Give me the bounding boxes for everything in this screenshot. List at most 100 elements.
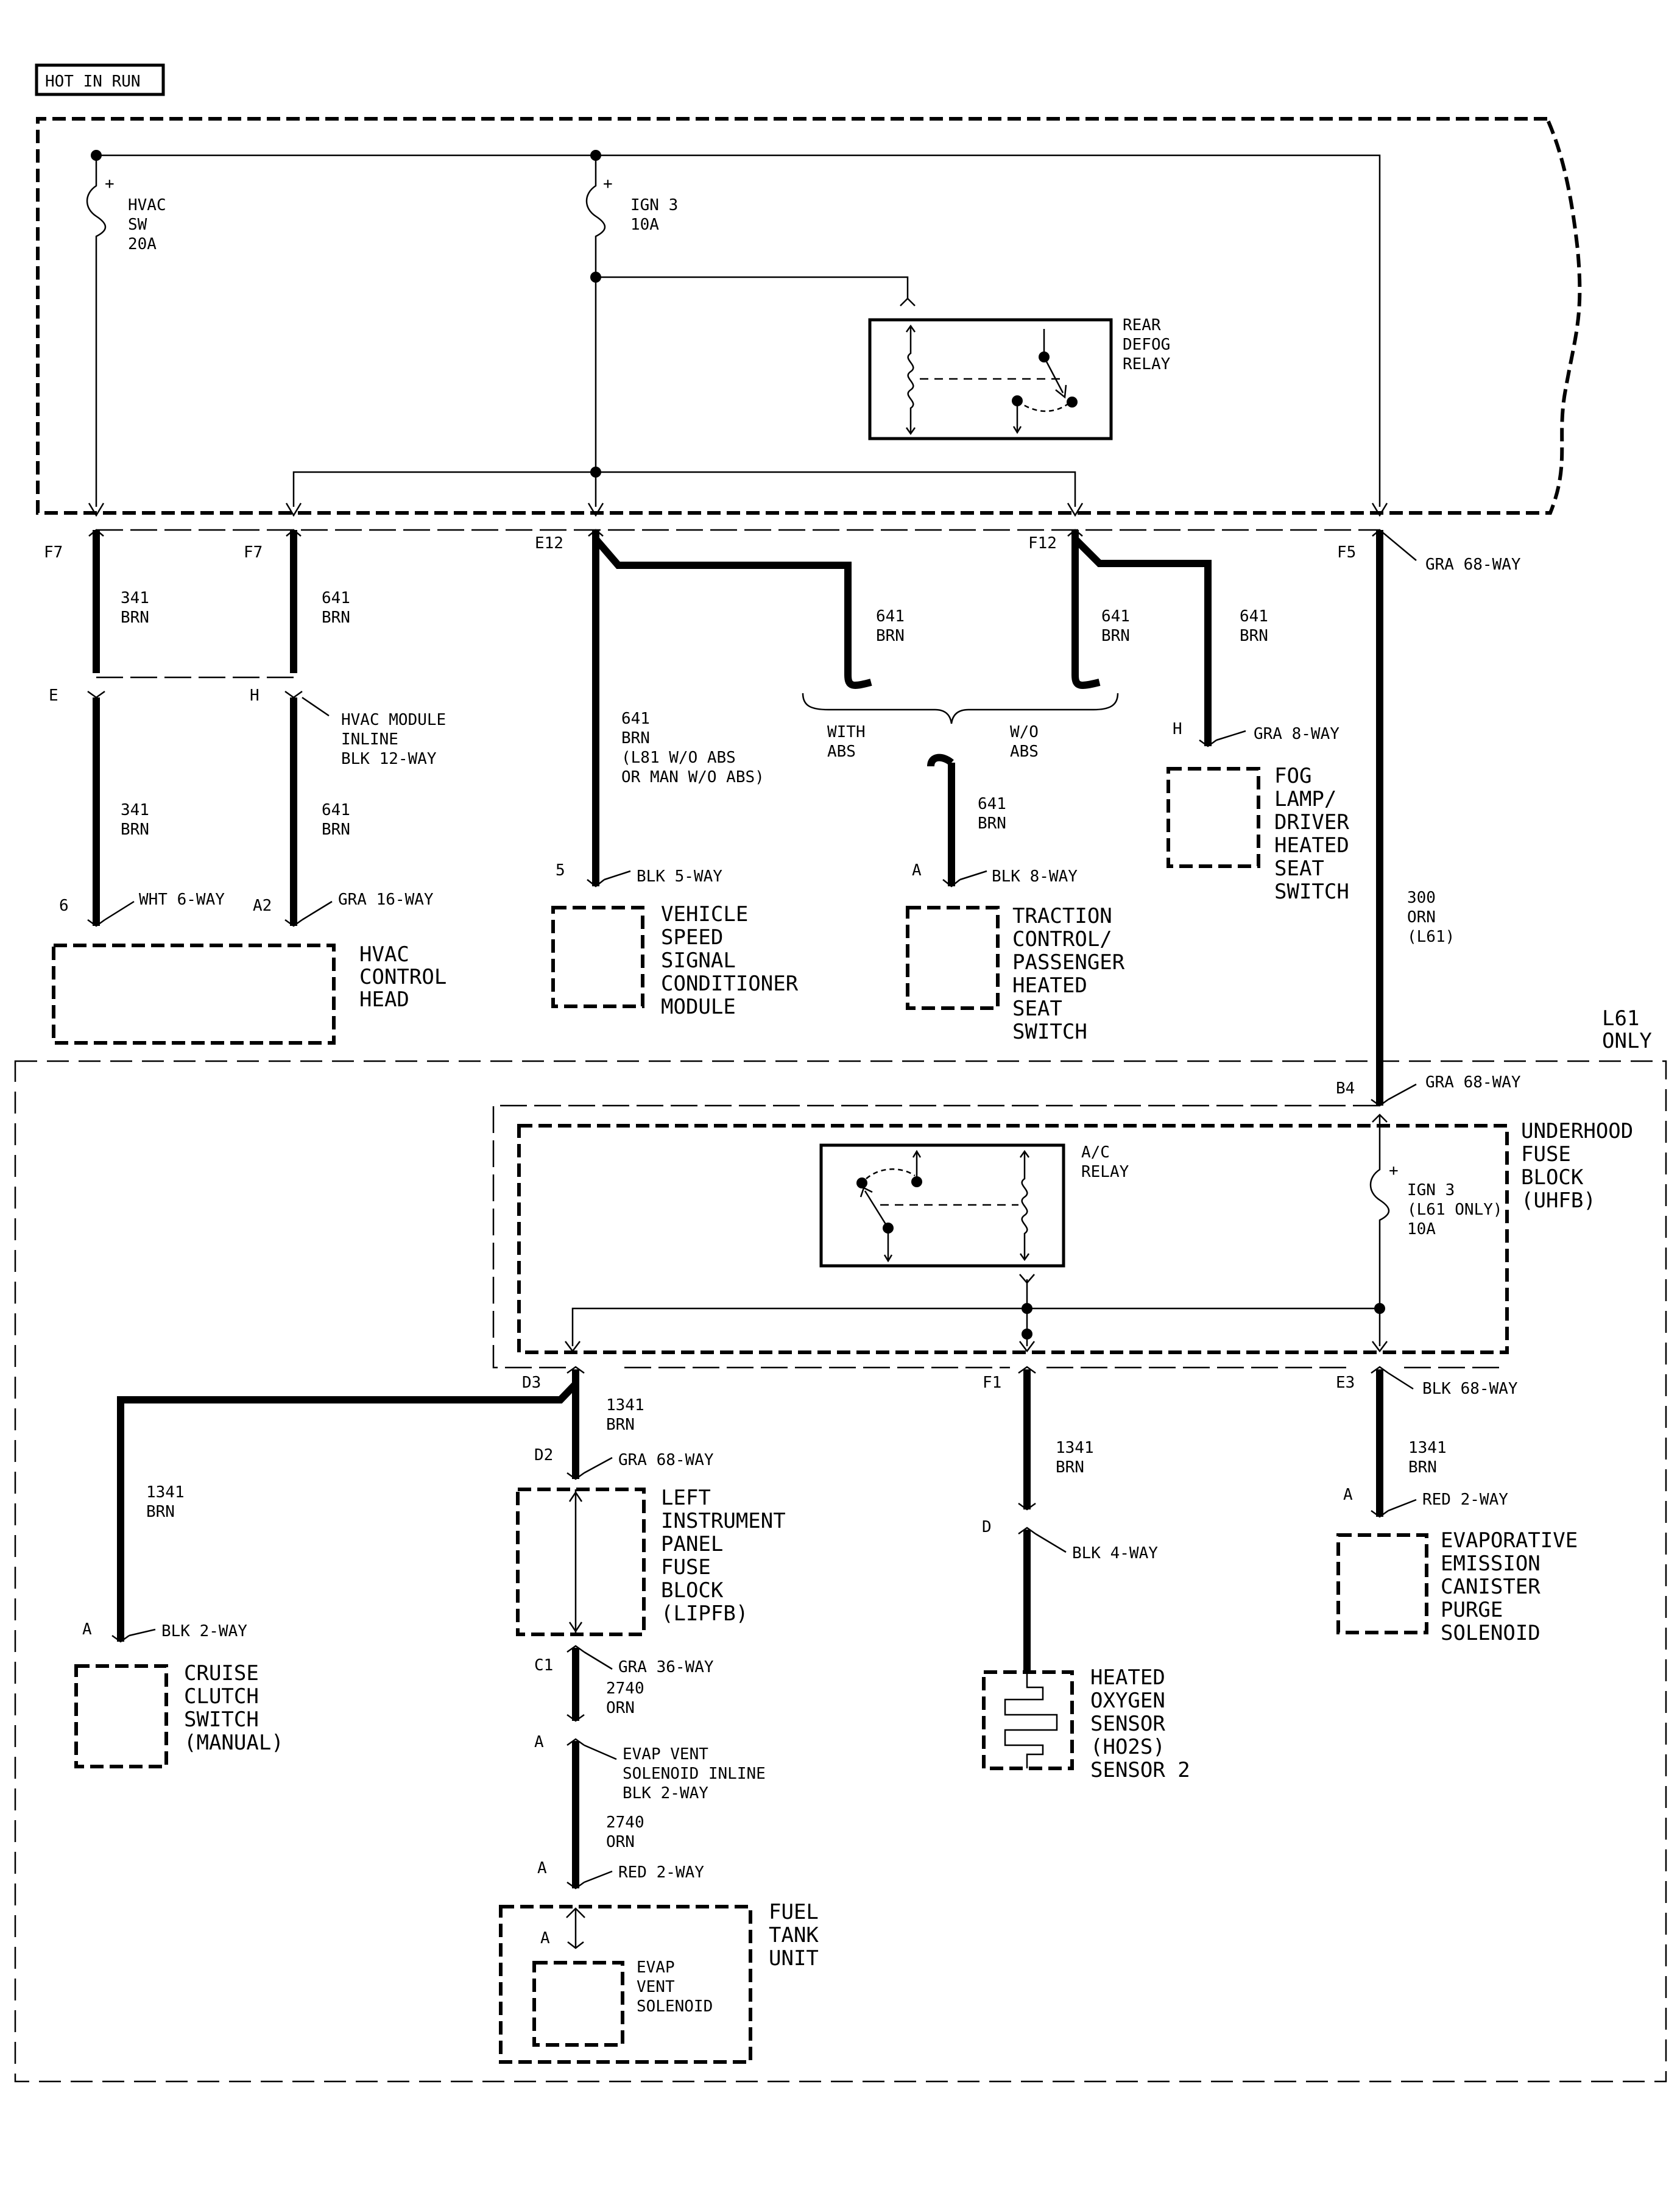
- svg-text:FUSE: FUSE: [1521, 1142, 1571, 1167]
- svg-text:WHT 6-WAY: WHT 6-WAY: [139, 891, 225, 909]
- svg-text:641: 641: [322, 801, 350, 819]
- svg-text:BRN: BRN: [1408, 1458, 1437, 1477]
- wire-1341-lipfb: 1341 BRN D2 GRA 68-WAY: [534, 1371, 714, 1480]
- svg-text:A: A: [82, 1620, 92, 1639]
- svg-text:H: H: [250, 687, 259, 705]
- svg-text:CONTROL: CONTROL: [359, 965, 446, 989]
- svg-text:SENSOR: SENSOR: [1090, 1712, 1165, 1736]
- svg-text:SOLENOID: SOLENOID: [637, 1997, 713, 2016]
- svg-text:BRN: BRN: [1240, 627, 1268, 645]
- svg-text:A: A: [1343, 1486, 1353, 1504]
- svg-text:10A: 10A: [630, 216, 659, 234]
- svg-text:HVAC: HVAC: [359, 942, 409, 967]
- wire-2740-lower: A EVAP VENT SOLENOID INLINE BLK 2-WAY 27…: [534, 1733, 766, 1890]
- uhfb-fuse-block: UNDERHOOD FUSE BLOCK (UHFB): [492, 1104, 1633, 1369]
- svg-text:BRN: BRN: [1101, 627, 1130, 645]
- svg-text:1341: 1341: [1408, 1439, 1447, 1457]
- traction-control-switch: TRACTION CONTROL/ PASSENGER HEATED SEAT …: [906, 904, 1125, 1044]
- power-bus: [91, 150, 1381, 507]
- svg-text:RELAY: RELAY: [1123, 355, 1171, 373]
- uhfb-internal-bus: [565, 1274, 1388, 1353]
- svg-text:BRN: BRN: [978, 814, 1006, 833]
- svg-text:HVAC: HVAC: [128, 196, 166, 214]
- svg-text:+: +: [105, 175, 115, 193]
- svg-text:GRA 68-WAY: GRA 68-WAY: [618, 1451, 714, 1469]
- svg-text:300: 300: [1407, 889, 1436, 907]
- svg-text:CRUISE: CRUISE: [184, 1661, 259, 1686]
- wire-2740-upper: C1 GRA 36-WAY 2740 ORN: [534, 1645, 714, 1722]
- wire-300-orn: F5 GRA 68-WAY 300 ORN (L61) B4 GRA 68-WA…: [1336, 529, 1521, 1107]
- svg-text:HVAC MODULE: HVAC MODULE: [341, 711, 446, 729]
- svg-text:TANK: TANK: [769, 1923, 819, 1947]
- wire-1341-ho2s: F1 1341 BRN D BLK 4-WAY: [982, 1366, 1158, 1674]
- svg-text:BLK 8-WAY: BLK 8-WAY: [992, 867, 1078, 886]
- wire-341-lower: E 341 BRN 6 WHT 6-WAY: [49, 687, 225, 927]
- svg-text:FOG: FOG: [1274, 764, 1311, 788]
- svg-text:BRN: BRN: [1056, 1458, 1084, 1477]
- svg-text:(MANUAL): (MANUAL): [184, 1731, 284, 1755]
- svg-text:BRN: BRN: [621, 729, 650, 747]
- svg-text:D3: D3: [522, 1374, 541, 1392]
- svg-text:BLK 4-WAY: BLK 4-WAY: [1072, 1544, 1158, 1562]
- svg-text:PURGE: PURGE: [1441, 1598, 1503, 1622]
- svg-text:CONTROL/: CONTROL/: [1012, 927, 1112, 951]
- svg-text:5: 5: [556, 861, 565, 880]
- svg-text:LAMP/: LAMP/: [1274, 787, 1336, 811]
- svg-text:BRN: BRN: [606, 1416, 635, 1434]
- svg-text:SIGNAL: SIGNAL: [661, 948, 736, 973]
- svg-text:F7: F7: [244, 543, 263, 562]
- svg-text:+: +: [603, 175, 613, 193]
- svg-text:EVAPORATIVE: EVAPORATIVE: [1441, 1528, 1578, 1553]
- wire-641-fog: 641 BRN H GRA 8-WAY: [1072, 536, 1339, 747]
- wire-341-upper: F7 341 BRN: [44, 529, 149, 673]
- svg-text:TRACTION: TRACTION: [1012, 904, 1112, 928]
- svg-text:641: 641: [876, 607, 905, 626]
- svg-text:DRIVER: DRIVER: [1274, 810, 1349, 835]
- svg-text:(UHFB): (UHFB): [1521, 1188, 1596, 1213]
- svg-text:(HO2S): (HO2S): [1090, 1735, 1165, 1759]
- svg-text:SOLENOID: SOLENOID: [1441, 1621, 1541, 1645]
- svg-text:BRN: BRN: [876, 627, 905, 645]
- svg-text:SWITCH: SWITCH: [1012, 1020, 1087, 1044]
- svg-text:PASSENGER: PASSENGER: [1012, 950, 1125, 975]
- svg-text:HEATED: HEATED: [1274, 833, 1349, 858]
- ho2s-sensor: HEATED OXYGEN SENSOR (HO2S) SENSOR 2: [982, 1665, 1190, 1782]
- svg-text:GRA 68-WAY: GRA 68-WAY: [1425, 556, 1521, 574]
- svg-text:ABS: ABS: [1010, 743, 1039, 761]
- svg-text:SEAT: SEAT: [1012, 997, 1062, 1021]
- svg-text:641: 641: [621, 710, 650, 728]
- svg-text:341: 341: [121, 589, 149, 607]
- ac-relay: A/C RELAY: [819, 1143, 1129, 1268]
- svg-text:(L61 ONLY): (L61 ONLY): [1407, 1201, 1503, 1219]
- svg-text:RED 2-WAY: RED 2-WAY: [618, 1863, 704, 1882]
- svg-text:20A: 20A: [128, 235, 157, 253]
- svg-text:ORN: ORN: [606, 1833, 635, 1851]
- svg-text:SWITCH: SWITCH: [1274, 880, 1349, 904]
- svg-text:F7: F7: [44, 543, 63, 562]
- rear-defog-relay: REAR DEFOG RELAY: [868, 316, 1171, 440]
- wire-1341-evap-purge: E3 BLK 68-WAY 1341 BRN A RED 2-WAY: [1336, 1366, 1518, 1518]
- wire-1341-cruise: D3 1341 BRN A BLK 2-WAY: [82, 1366, 585, 1643]
- svg-text:DEFOG: DEFOG: [1123, 336, 1170, 354]
- svg-text:GRA 68-WAY: GRA 68-WAY: [1425, 1073, 1521, 1092]
- fog-lamp-switch: FOG LAMP/ DRIVER HEATED SEAT SWITCH: [1166, 764, 1349, 904]
- svg-text:L61: L61: [1602, 1006, 1639, 1031]
- wire-641-lower: H HVAC MODULE INLINE BLK 12-WAY 641 BRN …: [250, 687, 446, 927]
- svg-text:SENSOR 2: SENSOR 2: [1090, 1758, 1190, 1782]
- svg-text:HEAD: HEAD: [359, 987, 409, 1012]
- svg-text:(LIPFB): (LIPFB): [661, 1601, 748, 1626]
- svg-text:641: 641: [322, 589, 350, 607]
- svg-text:E3: E3: [1336, 1374, 1355, 1392]
- ign3-fuse: + IGN 3 10A: [585, 155, 916, 507]
- wire-641-traction: 641 BRN A BLK 8-WAY: [912, 754, 1078, 888]
- svg-text:D: D: [982, 1518, 992, 1536]
- wire-641-with-abs: 641 BRN: [593, 537, 905, 689]
- svg-text:ONLY: ONLY: [1602, 1029, 1652, 1053]
- svg-text:CLUTCH: CLUTCH: [184, 1684, 259, 1709]
- svg-text:D2: D2: [534, 1446, 553, 1464]
- svg-text:BLOCK: BLOCK: [1521, 1165, 1584, 1190]
- svg-text:W/O: W/O: [1010, 723, 1039, 741]
- svg-text:1341: 1341: [606, 1396, 644, 1414]
- svg-text:BLK 2-WAY: BLK 2-WAY: [161, 1622, 247, 1640]
- svg-text:B4: B4: [1336, 1079, 1355, 1098]
